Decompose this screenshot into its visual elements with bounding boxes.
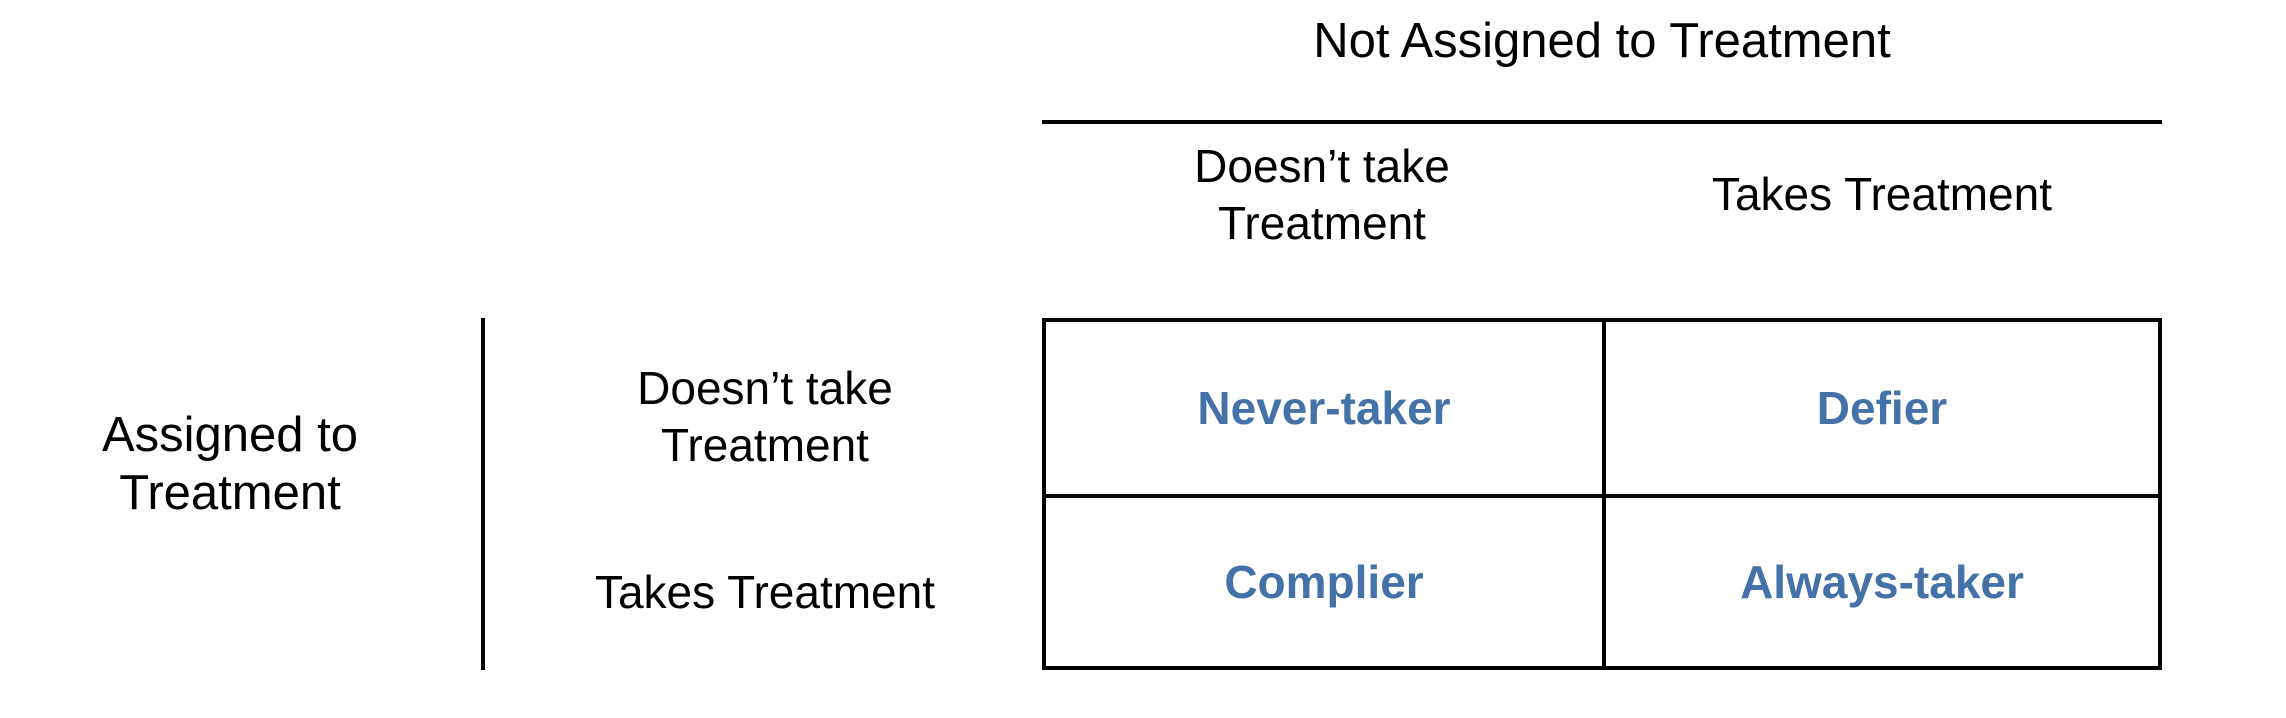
matrix-cell-always-taker: Always-taker [1602,494,2158,666]
row-header-line-1: Doesn’t take [637,361,893,414]
column-header-line-2: Treatment [1218,197,1426,249]
row-group-title-line-1: Assigned to [101,408,359,462]
row-group-title-line-2: Treatment [119,466,341,520]
matrix-cell-never-taker: Never-taker [1046,322,1602,494]
row-group-title: Assigned to Treatment [0,406,460,522]
column-group-divider-line [1042,120,2162,124]
column-header-takes-treatment: Takes Treatment [1602,104,2162,294]
row-header-doesnt-take-treatment: Doesn’t take Treatment [495,318,1035,515]
row-group-divider-line [481,318,485,670]
column-header-line-1: Takes Treatment [1711,168,2053,220]
row-header-line-2: Treatment [661,418,869,471]
row-header-takes-treatment: Takes Treatment [495,515,1035,670]
column-header-doesnt-take-treatment: Doesn’t take Treatment [1042,104,1602,294]
matrix-cell-complier: Complier [1046,494,1602,666]
column-group-title: Not Assigned to Treatment [1313,14,1891,68]
matrix-grid: Never-taker Defier Complier Always-taker [1042,318,2162,670]
column-header-line-1: Doesn’t take [1194,140,1450,192]
matrix-cell-defier: Defier [1602,322,2158,494]
row-header-line-1: Takes Treatment [594,566,936,618]
